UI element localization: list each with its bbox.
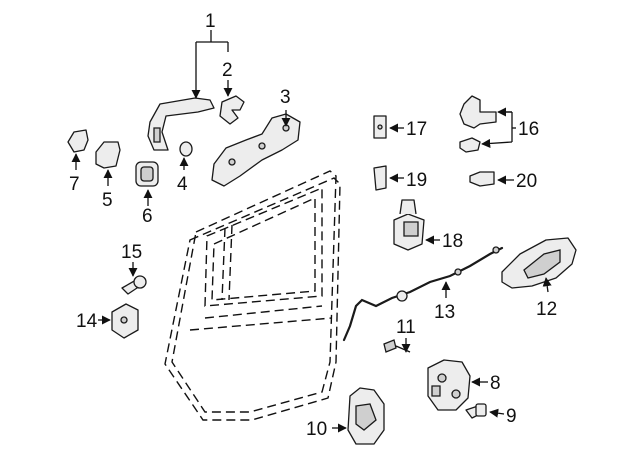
handle-bracket-icon [219, 95, 245, 125]
door-outline [164, 170, 341, 421]
hinge-plate-icon [373, 115, 387, 139]
shim-icon [373, 165, 387, 191]
handle-reinforcement-icon [211, 113, 301, 187]
seal-icon [135, 161, 159, 187]
callout-12: 12 [536, 299, 557, 320]
callout-20: 20 [516, 171, 537, 192]
door-check-icon [393, 199, 425, 251]
striker-icon [111, 303, 139, 339]
outside-handle-assembly-icon [147, 97, 215, 151]
bolt-icon [465, 403, 487, 419]
inside-handle-icon [501, 237, 577, 289]
leader-16 [481, 138, 513, 148]
door-latch-icon [427, 359, 471, 411]
control-cable-icon [342, 246, 504, 342]
grommet-icon [179, 141, 193, 157]
callout-3: 3 [280, 87, 291, 108]
end-cap-icon [95, 141, 121, 169]
callout-8: 8 [490, 373, 501, 394]
striker-bolt-icon [121, 275, 147, 295]
callout-7: 7 [69, 174, 80, 195]
bumper-icon [469, 171, 495, 187]
callout-14: 14 [76, 311, 98, 332]
callout-16: 16 [518, 119, 539, 140]
callout-2: 2 [222, 60, 233, 81]
leader-9 [489, 408, 505, 418]
callout-13: 13 [434, 302, 455, 323]
callout-5: 5 [102, 190, 113, 211]
callout-6: 6 [142, 206, 153, 227]
hinge-icon [459, 95, 497, 153]
callout-4: 4 [177, 174, 188, 195]
callout-18: 18 [442, 231, 463, 252]
callout-15: 15 [121, 242, 142, 263]
callout-9: 9 [506, 406, 517, 427]
leader-12 [542, 277, 552, 293]
latch-shield-icon [347, 387, 385, 445]
callout-10: 10 [306, 419, 327, 440]
cover-icon [67, 129, 89, 153]
callout-1: 1 [205, 11, 216, 32]
callout-19: 19 [406, 170, 427, 191]
callout-11: 11 [396, 317, 416, 338]
callout-17: 17 [406, 119, 427, 140]
